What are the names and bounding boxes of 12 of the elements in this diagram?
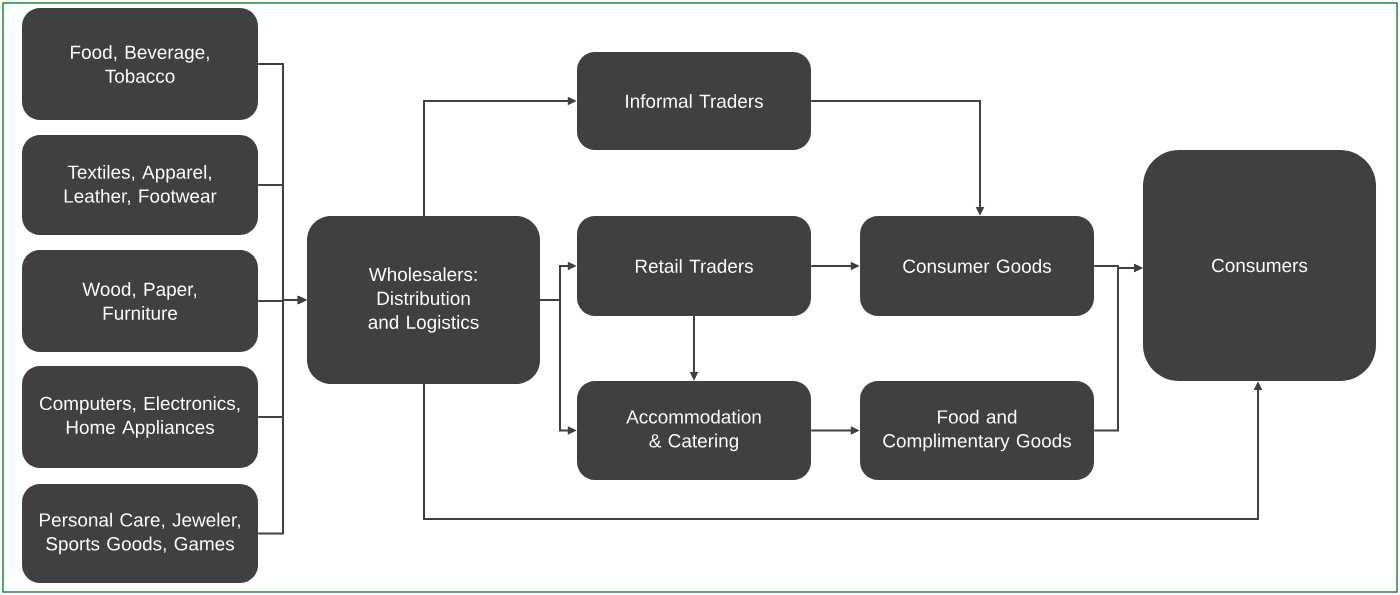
process-box: Wholesalers: Distribution and Logistics bbox=[307, 216, 540, 384]
process-box: Textiles, Apparel, Leather, Footwear bbox=[22, 135, 258, 235]
process-box: Computers, Electronics, Home Appliances bbox=[22, 366, 258, 468]
process-box: Informal Traders bbox=[577, 52, 811, 150]
process-box: Consumer Goods bbox=[860, 216, 1094, 316]
process-box: Retail Traders bbox=[577, 216, 811, 316]
process-box: Consumers bbox=[1143, 150, 1376, 381]
process-box: Wood, Paper, Furniture bbox=[22, 250, 258, 352]
process-box: Accommodation & Catering bbox=[577, 381, 811, 480]
process-box: Food and Complimentary Goods bbox=[860, 381, 1094, 480]
process-box: Personal Care, Jeweler, Sports Goods, Games bbox=[22, 484, 258, 583]
process-box: Food, Beverage, Tobacco bbox=[22, 8, 258, 120]
